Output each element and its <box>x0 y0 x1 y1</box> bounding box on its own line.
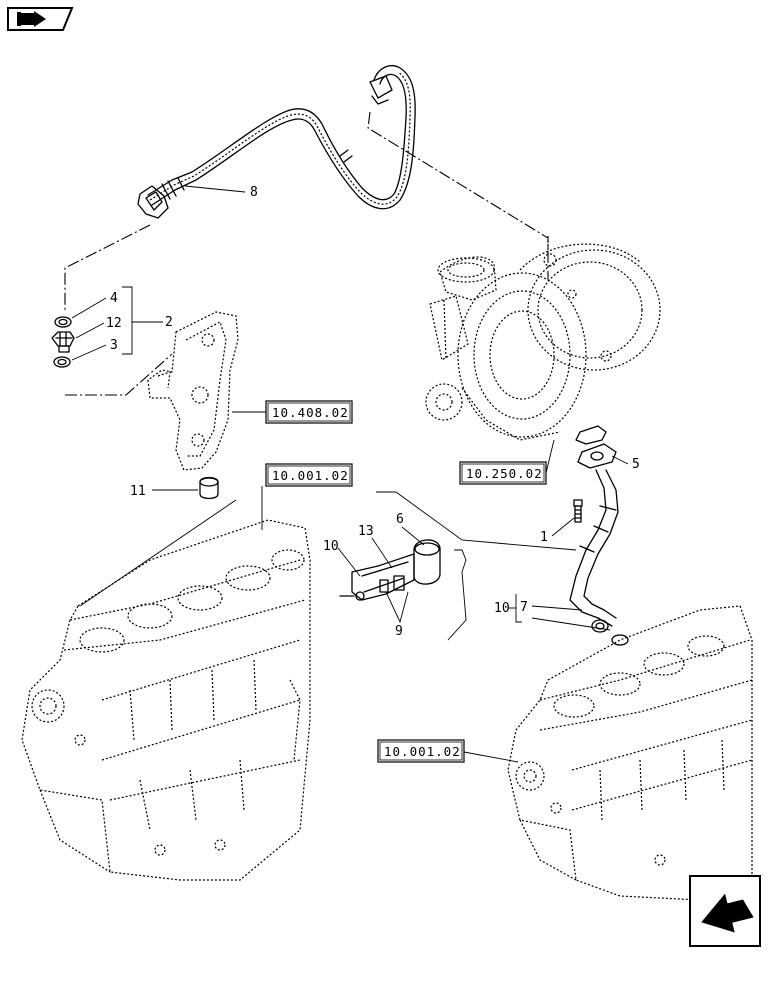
callout-8: 8 <box>184 185 258 200</box>
drain-gasket <box>575 425 617 469</box>
callout-1: 1 <box>540 517 575 545</box>
clamp-callouts: 10 13 6 9 <box>323 512 425 639</box>
callout-label-1: 1 <box>540 530 548 545</box>
book-arrow-icon[interactable] <box>7 7 74 31</box>
turbocharger <box>425 236 661 441</box>
callout-label-10b: 10 <box>494 601 510 616</box>
callout-label-11: 11 <box>130 484 146 499</box>
callout-label-7: 7 <box>520 600 528 615</box>
callout-label-5: 5 <box>632 457 640 472</box>
ref-label-408: 10.408.02 <box>272 405 349 420</box>
filter-head-bracket <box>147 311 239 471</box>
ref-label-001-top: 10.001.02 <box>272 468 349 483</box>
callout-label-13: 13 <box>358 524 374 539</box>
callout-label-10a: 10 <box>323 539 339 554</box>
clamp-assembly <box>339 539 441 601</box>
ref-box-10-408-02[interactable]: 10.408.02 <box>232 400 353 424</box>
callout-label-9: 9 <box>395 624 403 639</box>
ref-label-001-bottom: 10.001.02 <box>384 744 461 759</box>
ref-box-10-250-02[interactable]: 10.250.02 <box>459 439 555 485</box>
adapter-fitting <box>51 316 75 368</box>
previous-page-arrow-icon[interactable] <box>689 875 761 947</box>
callout-label-12: 12 <box>106 316 122 331</box>
engine-block-left <box>21 519 311 881</box>
engine-block-right <box>507 605 753 901</box>
callout-group-2: 4 12 3 2 <box>71 286 173 361</box>
callout-11: 11 <box>130 484 198 499</box>
ref-box-10-001-02-top[interactable]: 10.001.02 <box>261 463 353 530</box>
plug-cap <box>199 476 219 500</box>
callout-label-3: 3 <box>110 338 118 353</box>
callout-label-8: 8 <box>250 185 258 200</box>
oil-drain-tube <box>569 469 629 646</box>
ref-label-250: 10.250.02 <box>466 466 543 481</box>
callout-label-2: 2 <box>165 315 173 330</box>
callout-group-10: 10 7 <box>494 594 611 631</box>
oil-feed-pipe <box>137 65 416 219</box>
bolt <box>573 499 583 523</box>
callout-label-6: 6 <box>396 512 404 527</box>
callout-label-4: 4 <box>110 291 118 306</box>
callout-5: 5 <box>611 455 640 472</box>
ref-box-10-001-02-bottom[interactable]: 10.001.02 <box>377 739 519 763</box>
